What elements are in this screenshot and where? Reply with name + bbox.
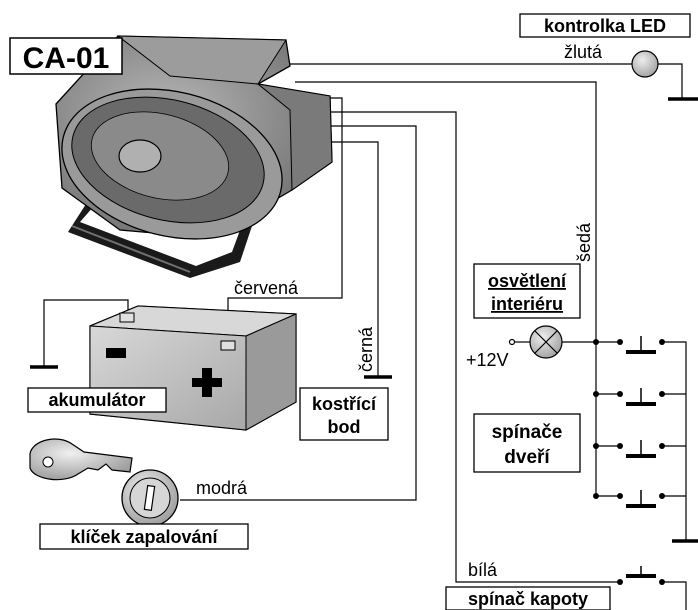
ignition-key-label-box: klíček zapalování [39, 523, 249, 550]
wire-grey [295, 81, 597, 342]
interior-light-label-2: interiéru [491, 294, 563, 314]
door-switches-label-2: dveří [504, 447, 550, 468]
hood-switch [626, 566, 656, 578]
door-bus-right-branches [662, 393, 686, 497]
wire-red-label: červená [234, 278, 299, 298]
ignition-lock-icon [121, 469, 179, 527]
wire-black-label: černá [356, 326, 376, 372]
door-bus-branches [596, 393, 620, 497]
ignition-key-label: klíček zapalování [70, 527, 218, 547]
led-label-box: kontrolka LED [519, 13, 691, 38]
hood-wire [662, 581, 687, 610]
siren-cap [118, 139, 162, 173]
ground-symbols [30, 97, 698, 543]
supply-terminal [508, 338, 516, 346]
junctions [593, 339, 665, 585]
door-switch-2 [626, 388, 656, 406]
wire-yellow-label: žlutá [564, 42, 603, 62]
siren-bracket [68, 192, 262, 278]
wire-battery-ground [43, 299, 129, 366]
hood-switch-label: spínač kapoty [468, 589, 588, 609]
battery-terminal-negative [119, 312, 135, 323]
battery-label-box: akumulátor [27, 387, 167, 413]
door-switch-4 [626, 490, 656, 508]
supply-label: +12V [466, 350, 509, 370]
door-switches-label-1: spínače [492, 422, 563, 443]
door-switches [626, 336, 656, 508]
led-label: kontrolka LED [544, 16, 666, 36]
door-switch-1 [626, 336, 656, 354]
wire-white-label: bílá [468, 560, 498, 580]
ignition-key-icon [29, 438, 133, 481]
ground-point-label-box: kostřící bod [299, 387, 389, 441]
ground-point-label-1: kostřící [312, 394, 377, 414]
wire-black [328, 141, 379, 376]
door-switch-3 [626, 440, 656, 458]
wire-blue-label: modrá [196, 478, 248, 498]
hood-switch-label-box: spínač kapoty [445, 586, 611, 610]
door-switches-label-box: spínače dveří [473, 413, 581, 473]
wires [43, 63, 687, 610]
interior-light-label-1: osvětlení [488, 271, 567, 291]
interior-lamp [529, 325, 563, 359]
wire-blue [180, 125, 417, 501]
battery-terminal-positive [220, 340, 236, 351]
title: CA-01 [23, 42, 110, 75]
wire-white [310, 111, 620, 583]
battery-plus-sign-v [202, 368, 212, 397]
battery-minus-sign [106, 348, 126, 358]
ground-point-label-2: bod [328, 417, 361, 437]
wire-grey-label: šedá [574, 222, 594, 262]
led-indicator [631, 50, 659, 78]
battery-label: akumulátor [48, 390, 145, 410]
wire-led-ground [658, 63, 683, 98]
door-bus-right [662, 341, 687, 540]
siren-unit [55, 35, 333, 278]
interior-light-label-box: osvětlení interiéru [473, 263, 581, 319]
title-box: CA-01 [9, 37, 123, 75]
